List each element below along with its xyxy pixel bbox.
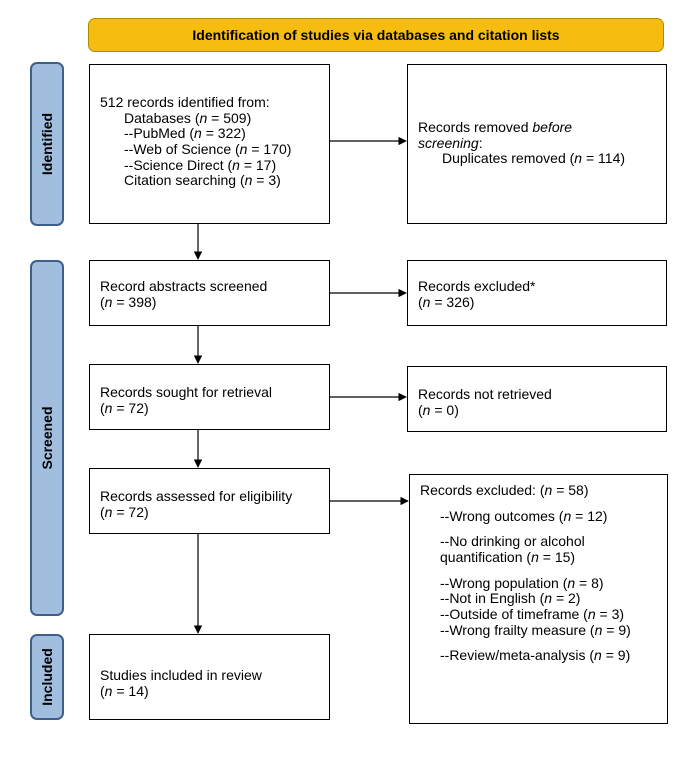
records-excluded-title: Records excluded*	[418, 278, 536, 294]
studies-included-box: Studies included in review (n = 14)	[89, 634, 330, 720]
reason-no-drinking: --No drinking or alcohol	[440, 533, 585, 550]
reason-quantification: quantification (n = 15)	[440, 549, 576, 566]
records-excluded-box: Records excluded* (n = 326)	[407, 260, 667, 326]
reason-wrong-outcomes: --Wrong outcomes (n = 12)	[440, 507, 608, 524]
eligibility-title: Records assessed for eligibility	[100, 488, 293, 504]
duplicates-removed-count: Duplicates removed (n = 114)	[442, 150, 626, 167]
abstracts-screened-box: Record abstracts screened (n = 398)	[89, 260, 330, 326]
records-removed-title-cont: screening:	[418, 134, 483, 151]
eligibility-excluded-box: Records excluded: (n = 58) --Wrong outco…	[409, 474, 668, 724]
science-direct-count: --Science Direct (n = 17)	[124, 156, 277, 173]
diagram-header: Identification of studies via databases …	[88, 18, 664, 52]
not-retrieved-box: Records not retrieved (n = 0)	[407, 366, 667, 432]
studies-included-title: Studies included in review	[100, 667, 262, 683]
identification-box: 512 records identified from: Databases (…	[89, 64, 330, 224]
stage-identified: Identified	[30, 62, 64, 226]
reason-review-meta: --Review/meta-analysis (n = 9)	[440, 647, 631, 664]
reason-wrong-frailty: --Wrong frailty measure (n = 9)	[440, 621, 631, 638]
records-removed-title: Records removed before	[418, 119, 573, 135]
sought-retrieval-count: (n = 72)	[100, 399, 149, 416]
stage-screened: Screened	[30, 260, 64, 616]
web-of-science-count: --Web of Science (n = 170)	[124, 141, 292, 158]
eligibility-excluded-title: Records excluded: (n = 58)	[420, 482, 589, 498]
records-removed-box: Records removed before screening: Duplic…	[407, 64, 667, 224]
not-retrieved-title: Records not retrieved	[418, 386, 552, 402]
abstracts-screened-title: Record abstracts screened	[100, 278, 268, 294]
studies-included-count: (n = 14)	[100, 682, 149, 699]
eligibility-count: (n = 72)	[100, 503, 149, 520]
reason-wrong-population: --Wrong population (n = 8)	[440, 574, 604, 591]
eligibility-box: Records assessed for eligibility (n = 72…	[89, 468, 330, 534]
databases-count: Databases (n = 509)	[124, 109, 252, 126]
citation-searching-count: Citation searching (n = 3)	[124, 172, 281, 189]
reason-outside-timeframe: --Outside of timeframe (n = 3)	[440, 606, 625, 623]
abstracts-screened-count: (n = 398)	[100, 293, 157, 310]
not-retrieved-count: (n = 0)	[418, 401, 459, 418]
identification-intro: 512 records identified from:	[100, 94, 270, 110]
stage-included: Included	[30, 634, 64, 720]
pubmed-count: --PubMed (n = 322)	[124, 125, 246, 142]
reason-not-english: --Not in English (n = 2)	[440, 590, 581, 607]
sought-retrieval-title: Records sought for retrieval	[100, 384, 272, 400]
records-excluded-count: (n = 326)	[418, 293, 475, 310]
sought-retrieval-box: Records sought for retrieval (n = 72)	[89, 364, 330, 430]
header-title: Identification of studies via databases …	[192, 27, 560, 43]
